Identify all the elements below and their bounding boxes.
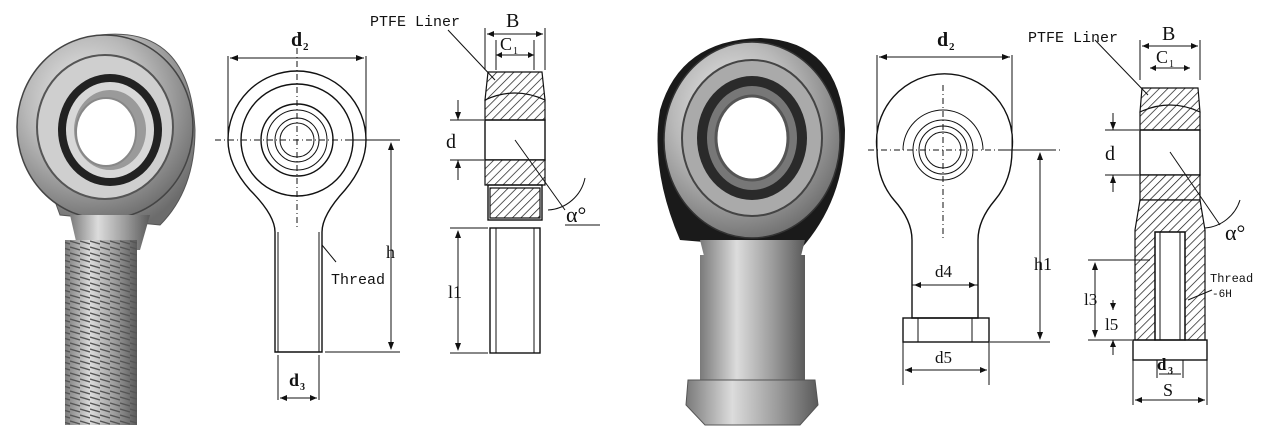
thread-label: Thread	[331, 272, 385, 289]
d-label-right: d	[1105, 143, 1115, 165]
female-rod-end-photo	[657, 38, 845, 426]
h1-label: h1	[1034, 254, 1052, 274]
d5-label: d5	[935, 348, 952, 367]
C1-subscript-right: 1	[1169, 59, 1174, 70]
alpha-label-right: α°	[1225, 220, 1245, 245]
d2-subscript-right: 2	[949, 41, 955, 53]
d3-label-right: d	[1157, 355, 1167, 374]
S-label: S	[1163, 380, 1173, 400]
ptfe-liner-label: PTFE Liner	[370, 14, 460, 31]
male-rod-end-photo	[16, 33, 196, 425]
d2-subscript: 2	[303, 41, 309, 53]
d3-subscript: 3	[300, 382, 305, 393]
male-rod-end-side-view	[447, 28, 600, 354]
l3-label: l3	[1084, 290, 1097, 309]
alpha-label: α°	[566, 202, 586, 227]
d4-label: d4	[935, 262, 953, 281]
B-label: B	[506, 10, 519, 32]
female-rod-end-front-view	[868, 54, 1060, 385]
B-label-right: B	[1162, 23, 1175, 45]
d3-subscript-right: 3	[1168, 366, 1173, 377]
d2-label-right: d	[937, 29, 948, 51]
d3-label: d	[289, 370, 299, 390]
d2-label: d	[291, 29, 302, 51]
l5-label: l5	[1105, 315, 1118, 334]
C1-label-right: C	[1156, 47, 1168, 67]
thread-label-right: Thread	[1210, 272, 1253, 286]
thread-tolerance-label: -6H	[1212, 289, 1232, 301]
h-label: h	[386, 242, 395, 262]
C1-label: C	[500, 34, 512, 54]
C1-subscript: 1	[513, 46, 518, 57]
ptfe-liner-label-right: PTFE Liner	[1028, 30, 1118, 47]
male-rod-end-front-view	[215, 48, 400, 401]
l1-label: l1	[448, 282, 462, 302]
d-label: d	[446, 131, 456, 153]
female-rod-end-side-view	[1088, 39, 1241, 405]
